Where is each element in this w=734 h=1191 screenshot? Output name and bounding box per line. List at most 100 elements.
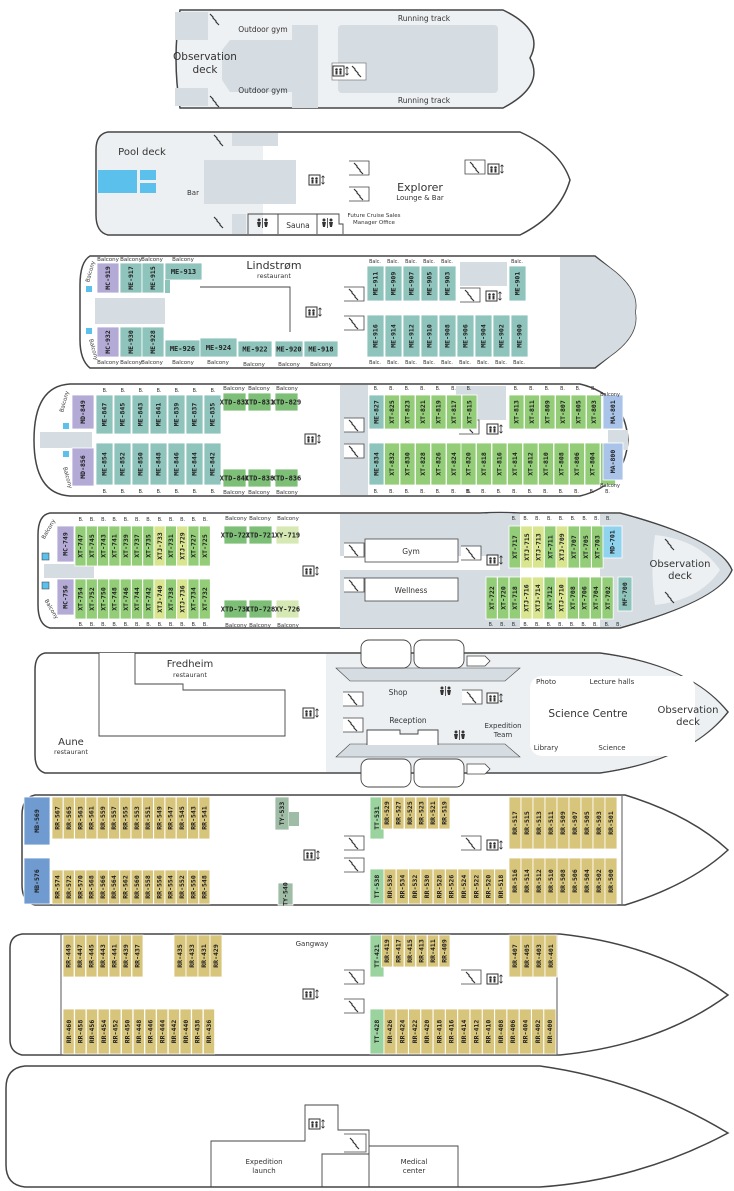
cabin-shape[interactable]: [402, 265, 421, 302]
cabin[interactable]: RR-560: [130, 869, 143, 905]
cabin-shape[interactable]: [167, 442, 186, 486]
cabin[interactable]: RR-503: [592, 796, 606, 850]
cabin[interactable]: RR-552: [175, 869, 188, 905]
cabin[interactable]: XT-741: [108, 525, 121, 567]
cabin[interactable]: RR-406: [506, 1008, 520, 1055]
cabin[interactable]: RR-564: [108, 869, 120, 905]
cabin[interactable]: ME-916: [366, 314, 385, 358]
cabin-shape[interactable]: [404, 796, 416, 830]
cabin[interactable]: RR-443: [97, 934, 109, 978]
cabin[interactable]: TT-538: [369, 868, 385, 905]
cabin[interactable]: RR-438: [191, 1008, 204, 1055]
cabin[interactable]: RR-572: [62, 869, 75, 905]
cabin[interactable]: RR-407: [508, 934, 522, 978]
cabin[interactable]: XT-707: [567, 525, 580, 569]
cabin[interactable]: RR-529: [381, 796, 393, 830]
cabin-shape[interactable]: [446, 394, 462, 430]
cabin[interactable]: MF-700: [617, 576, 633, 612]
cabin-shape[interactable]: [544, 934, 558, 978]
cabin[interactable]: RR-525: [404, 796, 416, 830]
cabin[interactable]: XT-811: [524, 394, 540, 430]
cabin[interactable]: ME-854: [95, 442, 114, 486]
cabin[interactable]: ME-917: [119, 262, 143, 294]
cabin-shape[interactable]: [456, 314, 475, 358]
cabin[interactable]: RR-405: [520, 934, 534, 978]
cabin-shape[interactable]: [427, 796, 439, 830]
cabin-shape[interactable]: [384, 442, 400, 486]
cabin-shape[interactable]: [120, 934, 132, 978]
cabin[interactable]: MB-569: [23, 796, 51, 846]
cabin[interactable]: XT-711: [544, 525, 557, 569]
cabin[interactable]: XT-752: [85, 578, 98, 620]
cabin[interactable]: ME-839: [167, 394, 186, 435]
cabin-shape[interactable]: [617, 576, 633, 612]
cabin-shape[interactable]: [476, 442, 492, 486]
cabin-shape[interactable]: [97, 1008, 110, 1055]
cabin[interactable]: RR-429: [209, 934, 223, 978]
cabin-shape[interactable]: [381, 934, 393, 968]
cabin[interactable]: ME-847: [95, 394, 114, 435]
cabin[interactable]: RR-400: [543, 1008, 557, 1055]
cabin[interactable]: XT-803: [586, 394, 602, 430]
cabin[interactable]: ME-918: [303, 340, 339, 358]
cabin[interactable]: MA-800: [602, 442, 624, 481]
cabin-shape[interactable]: [131, 442, 150, 486]
cabin-shape[interactable]: [524, 394, 540, 430]
cabin-shape[interactable]: [602, 442, 624, 481]
cabin[interactable]: XT-813: [508, 394, 525, 430]
cabin[interactable]: RR-520: [481, 868, 495, 905]
cabin-shape[interactable]: [602, 525, 623, 559]
cabin[interactable]: XT-804: [584, 442, 601, 486]
cabin[interactable]: RR-528: [432, 868, 446, 905]
cabin[interactable]: RR-524: [457, 868, 471, 905]
cabin-shape[interactable]: [96, 262, 120, 294]
cabin[interactable]: XT-704: [590, 576, 603, 620]
cabin[interactable]: XT-825: [384, 394, 400, 430]
cabin-shape[interactable]: [191, 1008, 204, 1055]
cabin-shape[interactable]: [492, 314, 511, 358]
cabin-shape[interactable]: [275, 525, 300, 545]
cabin-shape[interactable]: [384, 394, 400, 430]
cabin[interactable]: RR-518: [494, 868, 508, 905]
cabin-shape[interactable]: [222, 468, 247, 488]
cabin-shape[interactable]: [460, 442, 477, 486]
cabin[interactable]: RR-558: [141, 869, 154, 905]
cabin[interactable]: RR-445: [85, 934, 98, 978]
cabin-shape[interactable]: [74, 1008, 87, 1055]
cabin-shape[interactable]: [95, 442, 114, 486]
cabin[interactable]: RR-554: [164, 869, 177, 905]
cabin[interactable]: MB-576: [23, 857, 51, 905]
cabin[interactable]: RR-515: [520, 796, 534, 850]
cabin[interactable]: RR-566: [96, 869, 109, 905]
cabin[interactable]: ME-913: [164, 262, 203, 281]
cabin-shape[interactable]: [85, 934, 98, 978]
cabin-shape[interactable]: [131, 934, 144, 978]
cabin-shape[interactable]: [202, 1008, 215, 1055]
cabin[interactable]: XT-748: [108, 578, 121, 620]
cabin[interactable]: ME-901: [508, 265, 527, 302]
cabin[interactable]: RR-551: [141, 796, 154, 840]
cabin-shape[interactable]: [368, 394, 385, 430]
cabin-shape[interactable]: [248, 599, 273, 619]
cabin[interactable]: RR-561: [85, 796, 98, 840]
cabin[interactable]: ME-842: [203, 442, 222, 486]
cabin[interactable]: ME-835: [203, 394, 222, 435]
cabin[interactable]: XT-734: [187, 578, 200, 620]
cabin-shape[interactable]: [368, 442, 385, 486]
cabin[interactable]: RR-441: [108, 934, 121, 978]
cabin-shape[interactable]: [248, 525, 273, 545]
cabin[interactable]: RR-413: [415, 934, 428, 968]
cabin[interactable]: ME-922: [237, 340, 273, 358]
cabin-shape[interactable]: [274, 340, 304, 358]
cabin-shape[interactable]: [121, 1008, 134, 1055]
cabin-shape[interactable]: [604, 857, 618, 905]
cabin-shape[interactable]: [237, 340, 273, 358]
cabin[interactable]: RR-426: [383, 1008, 397, 1055]
cabin[interactable]: ME-904: [474, 314, 493, 358]
cabin[interactable]: RR-521: [427, 796, 439, 830]
cabin-shape[interactable]: [144, 1008, 157, 1055]
cabin-shape[interactable]: [113, 394, 132, 435]
cabin-shape[interactable]: [96, 326, 120, 358]
cabin[interactable]: RR-553: [130, 796, 143, 840]
cabin-shape[interactable]: [113, 442, 132, 486]
